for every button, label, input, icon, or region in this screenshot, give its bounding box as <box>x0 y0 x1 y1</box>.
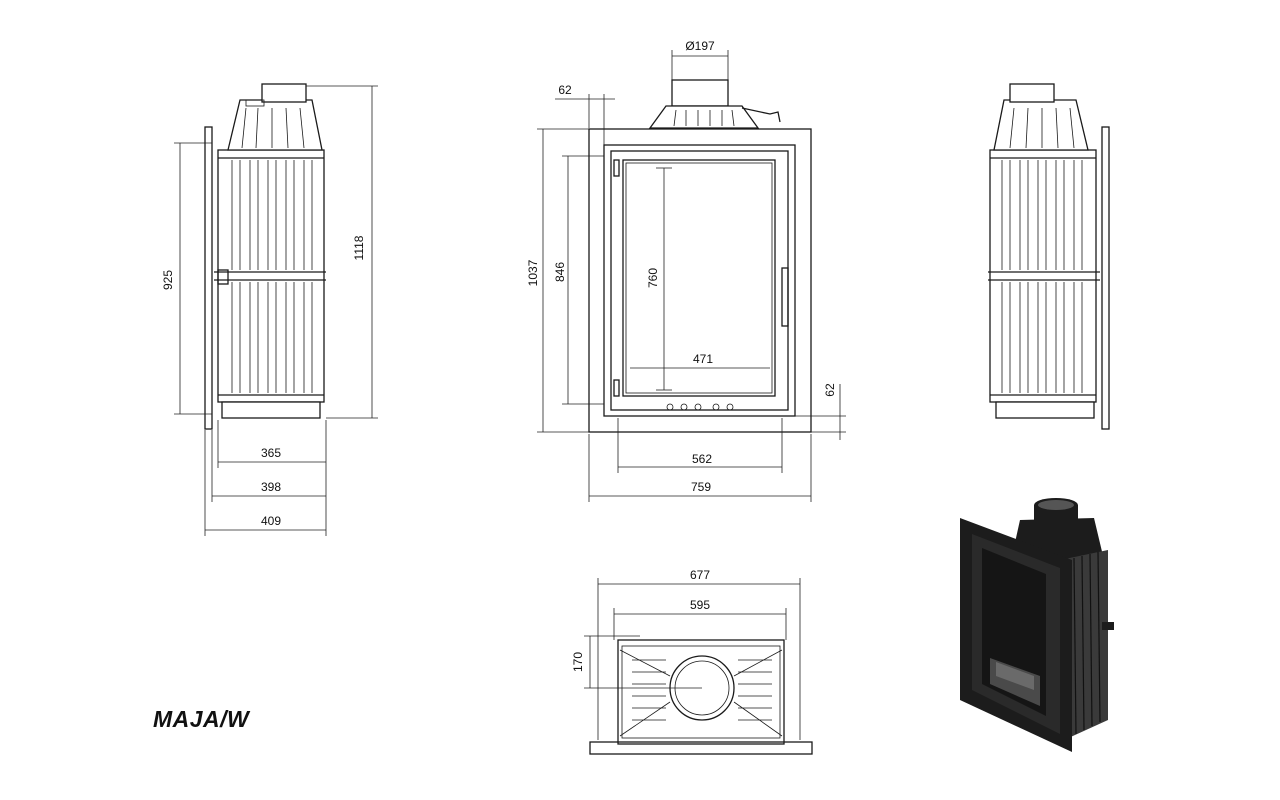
dim-front-1037: 1037 <box>526 259 540 286</box>
top-view <box>584 578 813 755</box>
dim-front-471: 471 <box>693 352 713 366</box>
dim-top-677: 677 <box>690 568 710 582</box>
dim-front-759: 759 <box>691 480 711 494</box>
dim-side-409: 409 <box>261 514 281 528</box>
dim-front-846: 846 <box>553 262 567 282</box>
front-view <box>537 50 846 502</box>
isometric-view <box>960 498 1114 752</box>
dim-front-760: 760 <box>646 268 660 288</box>
dim-top-595: 595 <box>690 598 710 612</box>
side-view-left <box>174 83 378 536</box>
dim-side-365: 365 <box>261 446 281 460</box>
side-view-right <box>988 83 1110 430</box>
dim-side-925: 925 <box>161 270 175 290</box>
dim-front-flue: Ø197 <box>685 39 715 53</box>
dim-side-398: 398 <box>261 480 281 494</box>
dim-side-1118: 1118 <box>352 235 366 260</box>
dim-top-170: 170 <box>571 652 585 672</box>
dim-front-62-top: 62 <box>558 83 572 97</box>
dim-front-62-bottom: 62 <box>823 383 837 397</box>
model-title: MAJA/W <box>153 706 250 732</box>
dim-front-562: 562 <box>692 452 712 466</box>
